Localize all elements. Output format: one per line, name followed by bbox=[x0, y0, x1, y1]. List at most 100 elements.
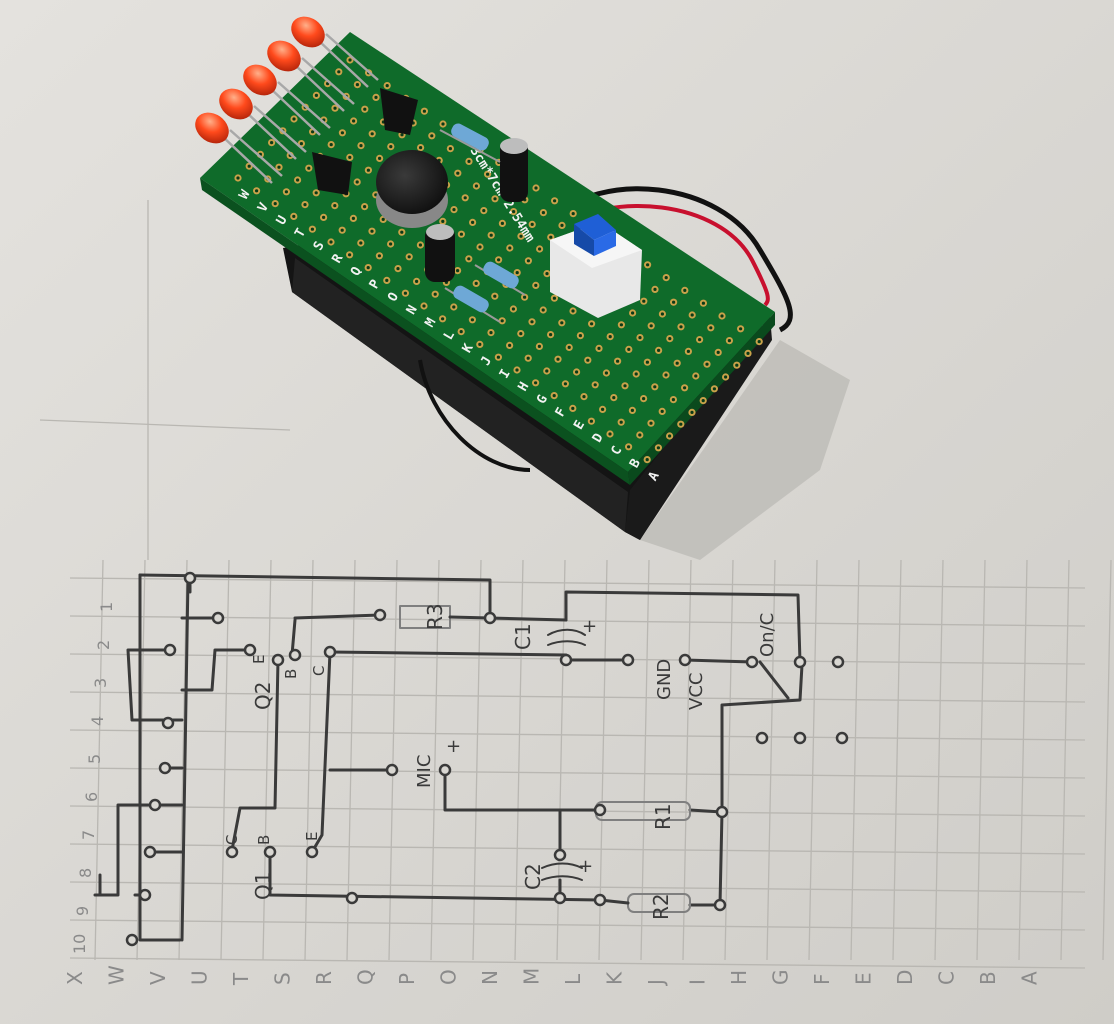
label-c1-plus: + bbox=[582, 616, 597, 637]
schematic-pad bbox=[553, 848, 567, 862]
column-letter: R bbox=[312, 971, 336, 985]
schematic-pad bbox=[138, 888, 152, 902]
column-letter: D bbox=[893, 970, 917, 985]
column-letter: J bbox=[644, 979, 668, 987]
schematic-pad bbox=[183, 571, 197, 585]
schematic-pad bbox=[373, 608, 387, 622]
column-letter: I bbox=[686, 979, 710, 985]
schematic-pad bbox=[158, 761, 172, 775]
column-letter: O bbox=[437, 969, 461, 985]
transistor-q2 bbox=[380, 88, 418, 135]
schematic-pad bbox=[835, 731, 849, 745]
schematic-pad bbox=[271, 653, 285, 667]
schematic-pad bbox=[553, 891, 567, 905]
column-letter: Q bbox=[354, 969, 378, 985]
label-q2-c: C bbox=[310, 666, 328, 676]
label-q2-b: B bbox=[282, 669, 300, 679]
schematic-pad bbox=[288, 648, 302, 662]
led-number: 3 bbox=[91, 678, 110, 688]
label-q1-b: B bbox=[255, 835, 273, 845]
schematic-pad bbox=[678, 653, 692, 667]
led-row bbox=[195, 16, 379, 184]
label-gnd: GND bbox=[654, 659, 675, 700]
wire-top-left bbox=[138, 573, 492, 620]
led-number: 10 bbox=[70, 934, 89, 954]
led bbox=[219, 88, 253, 120]
schematic-nodes bbox=[125, 571, 849, 947]
led-number: 6 bbox=[82, 792, 101, 802]
transistor-q1 bbox=[312, 152, 352, 195]
label-c1: C1 bbox=[511, 623, 535, 650]
column-letter: L bbox=[561, 973, 585, 985]
schematic-pad bbox=[143, 845, 157, 859]
schematic-pad bbox=[385, 763, 399, 777]
schematic-pad bbox=[148, 798, 162, 812]
schematic-pad bbox=[745, 655, 759, 669]
led bbox=[243, 64, 277, 96]
led-number: 2 bbox=[94, 640, 113, 650]
resistor-r2 bbox=[444, 285, 501, 323]
switch-symbol bbox=[758, 660, 790, 700]
label-q2-e: E bbox=[250, 655, 268, 664]
black-wire bbox=[548, 186, 793, 333]
column-letter: T bbox=[229, 972, 253, 986]
column-letter: E bbox=[852, 972, 876, 985]
label-q1-e: E bbox=[303, 832, 321, 841]
led-number: 7 bbox=[79, 830, 98, 840]
column-letter: B bbox=[976, 971, 1000, 985]
label-mic: MIC bbox=[414, 755, 435, 788]
column-letter: S bbox=[271, 972, 295, 985]
resistor-r3 bbox=[439, 123, 501, 163]
electret-microphone bbox=[376, 150, 448, 228]
label-vcc: VCC bbox=[686, 673, 707, 710]
column-letter: W bbox=[105, 965, 129, 985]
column-letter: H bbox=[727, 970, 751, 985]
label-q1-c: C bbox=[223, 835, 241, 845]
column-letter: M bbox=[520, 968, 544, 985]
column-letter: N bbox=[478, 970, 502, 985]
label-onoff: On/C bbox=[757, 613, 778, 657]
schematic-pad bbox=[243, 643, 257, 657]
label-r1: R1 bbox=[651, 803, 675, 830]
column-letter: V bbox=[146, 971, 170, 985]
label-c2: C2 bbox=[521, 863, 545, 890]
capacitor-c2-symbol bbox=[541, 862, 583, 869]
label-q2: Q2 bbox=[251, 682, 275, 710]
column-letter: C bbox=[935, 971, 959, 985]
led-number: 8 bbox=[76, 868, 95, 878]
schematic-pad bbox=[793, 731, 807, 745]
schematic-pad bbox=[621, 653, 635, 667]
capacitor-c1-symbol bbox=[547, 628, 586, 636]
resistor-r1 bbox=[474, 261, 526, 296]
wire-c1-top bbox=[488, 616, 568, 622]
schematic-pad bbox=[305, 845, 319, 859]
column-letter: A bbox=[1018, 971, 1042, 985]
column-letter: K bbox=[603, 971, 627, 985]
schematic-pad bbox=[793, 655, 807, 669]
schematic-pad bbox=[125, 933, 139, 947]
column-letter: P bbox=[395, 973, 419, 985]
schematic-pad bbox=[559, 653, 573, 667]
capacitor-c1 bbox=[500, 138, 528, 202]
schematic-pad bbox=[163, 643, 177, 657]
wire-q2-e bbox=[230, 658, 280, 852]
wire-r3-left bbox=[293, 613, 382, 620]
label-q1: Q1 bbox=[251, 872, 275, 900]
column-letter: F bbox=[810, 973, 834, 985]
schematic-pad bbox=[713, 898, 727, 912]
schematic-pad bbox=[161, 716, 175, 730]
led-number: 1 bbox=[97, 602, 116, 612]
wire-left-rail bbox=[138, 573, 182, 942]
led-number: 5 bbox=[85, 754, 104, 764]
column-letter: G bbox=[769, 970, 793, 986]
wire-led-bus bbox=[180, 576, 190, 942]
schematic-pad bbox=[211, 611, 225, 625]
led bbox=[195, 112, 229, 144]
schematic-pad bbox=[323, 645, 337, 659]
